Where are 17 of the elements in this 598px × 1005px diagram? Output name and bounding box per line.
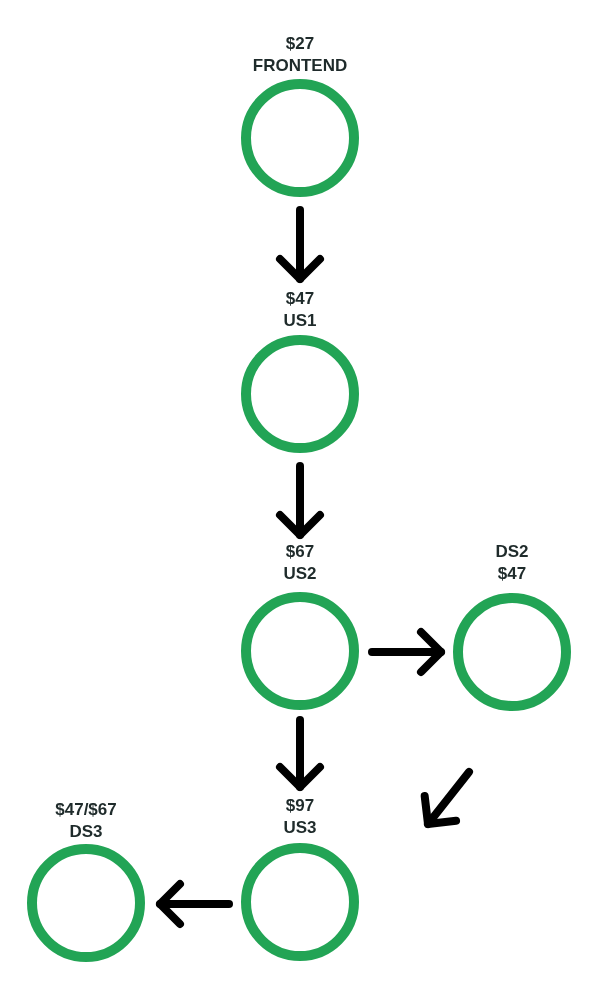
node-label: $47 [285,288,315,310]
arrow [368,628,445,676]
node-label: FRONTEND [252,55,348,77]
arrow [276,462,324,539]
node-label: DS3 [69,821,103,843]
node-label: $97 [285,795,315,817]
arrow [156,880,233,928]
node-label: $27 [285,33,315,55]
node-label: US1 [283,310,317,332]
node-label: US3 [283,817,317,839]
node-label: $67 [285,541,315,563]
node-label: $47 [497,563,527,585]
node-label: US2 [283,563,317,585]
arrow [276,206,324,283]
arrow [276,716,324,791]
node-label: DS2 [495,541,529,563]
node-label: $47/$67 [55,799,117,821]
